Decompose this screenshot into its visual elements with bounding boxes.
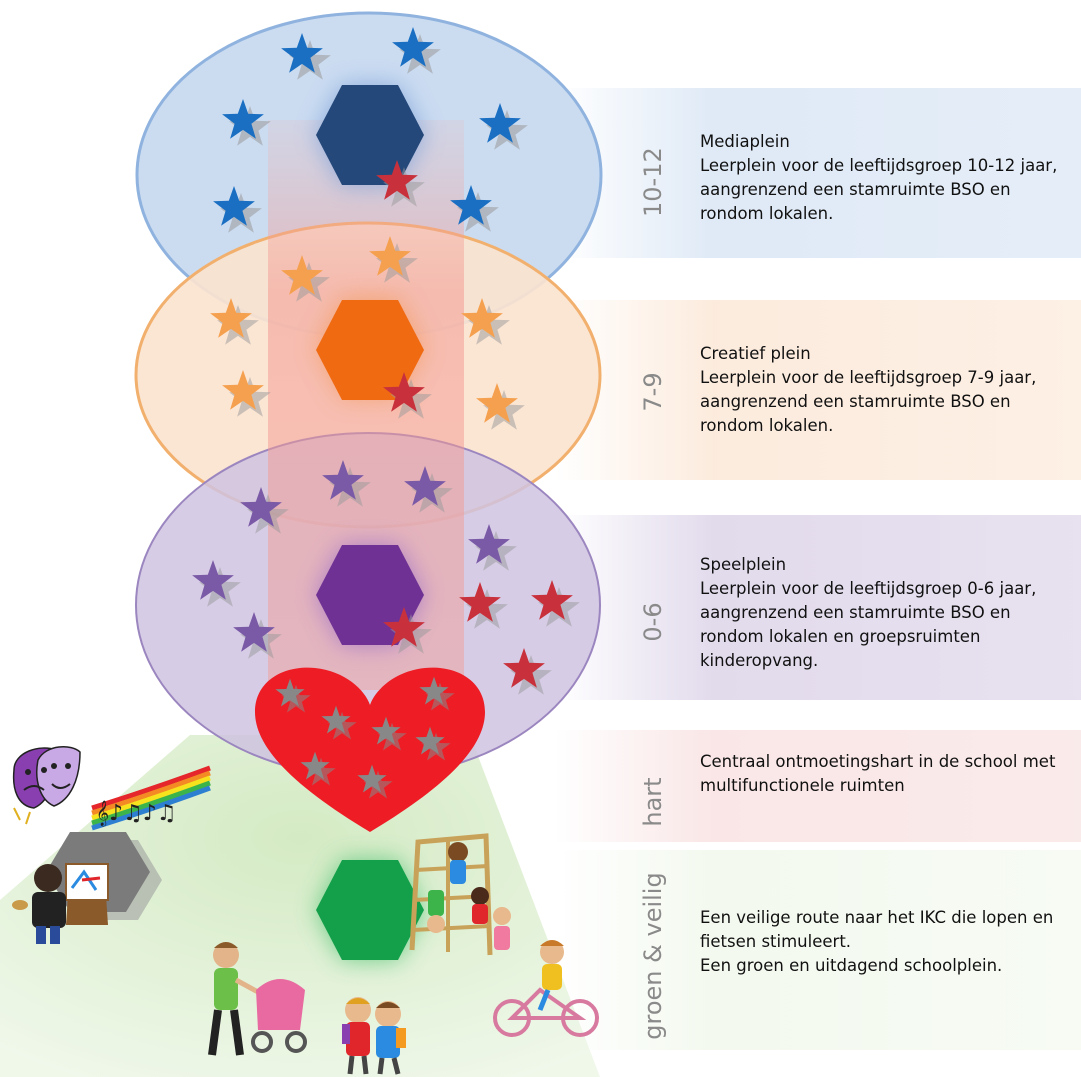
child-bicycle-icon — [493, 940, 599, 1037]
band-groen — [555, 850, 1081, 1050]
painter-easel-icon — [12, 863, 109, 944]
theatre-masks-icon — [12, 746, 81, 825]
age-label-10-12: 10-12 — [639, 147, 667, 217]
description-groen-veilig: Een veilige route naar het IKC die lopen… — [700, 906, 1075, 978]
walking-children-icon — [342, 997, 406, 1075]
title-mediaplein: Mediaplein — [700, 132, 790, 151]
text-veilige-route: Een veilige route naar het IKC die lopen… — [700, 908, 1054, 951]
title-creatief-plein: Creatief plein — [700, 344, 811, 363]
description-0-6: Speelplein Leerplein voor de leeftijdsgr… — [700, 553, 1075, 673]
description-7-9: Creatief plein Leerplein voor de leeftij… — [700, 342, 1075, 438]
age-label-7-9: 7-9 — [639, 372, 667, 412]
band-7-9 — [555, 300, 1081, 480]
text-speelplein: Leerplein voor de leeftijdsgroep 0-6 jaa… — [700, 579, 1037, 670]
band-hart — [555, 730, 1081, 842]
band-0-6 — [555, 515, 1081, 700]
text-groen-schoolplein: Een groen en uitdagend schoolplein. — [700, 956, 1003, 975]
climbing-frame-icon — [409, 833, 511, 956]
music-rainbow-icon: 𝄞♪♫♪♫ — [91, 765, 211, 831]
age-label-hart: hart — [639, 777, 667, 827]
band-10-12 — [555, 88, 1081, 258]
age-label-groen-veilig: groen & veilig — [639, 872, 667, 1040]
title-speelplein: Speelplein — [700, 555, 787, 574]
description-10-12: Mediaplein Leerplein voor de leeftijdsgr… — [700, 130, 1075, 226]
svg-text:𝄞♪♫♪♫: 𝄞♪♫♪♫ — [96, 800, 177, 826]
green-playground — [0, 735, 600, 1077]
text-creatief-plein: Leerplein voor de leeftijdsgroep 7-9 jaa… — [700, 368, 1037, 435]
age-label-0-6: 0-6 — [639, 602, 667, 642]
description-hart: Centraal ontmoetingshart in de school me… — [700, 750, 1075, 798]
heart-icon — [255, 667, 485, 832]
parent-stroller-icon — [208, 942, 307, 1056]
text-mediaplein: Leerplein voor de leeftijdsgroep 10-12 j… — [700, 156, 1058, 223]
text-hart: Centraal ontmoetingshart in de school me… — [700, 752, 1056, 795]
